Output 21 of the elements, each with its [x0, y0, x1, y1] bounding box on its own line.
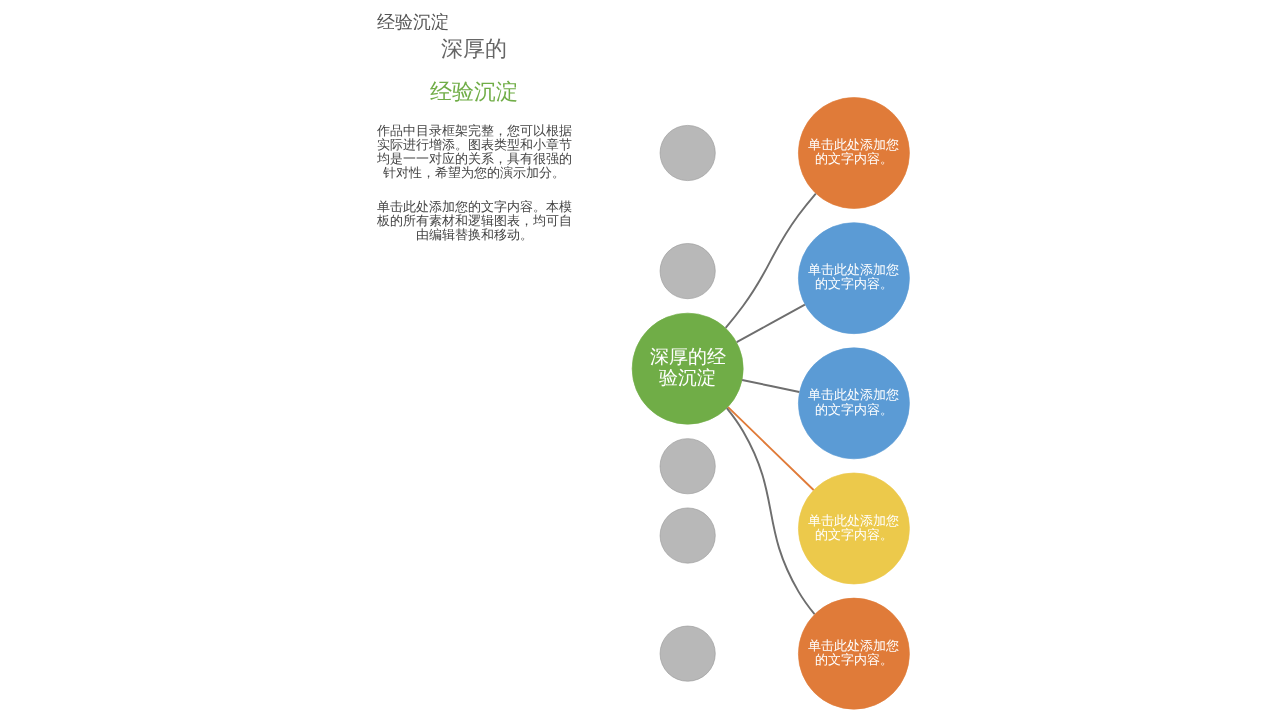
- label: 单击此处添加您的文字内容。本模板的所有素材和逻辑图表，均可自由编辑替换和移动。: [376, 198, 572, 243]
- label: 经验沉淀: [429, 78, 518, 104]
- node-circle: 单击此处添加您的文字内容。: [797, 222, 910, 334]
- node-circle: [659, 507, 716, 564]
- connector: [725, 407, 815, 616]
- node-circle: 单击此处添加您的文字内容。: [797, 97, 910, 209]
- label: 作品中目录框架完整，您可以根据实际进行增添。图表类型和小章节均是一一对应的关系，具有很强的针对性，希望为您的演示加分。: [376, 123, 572, 181]
- node-circle: [659, 438, 716, 495]
- connector: [740, 379, 800, 393]
- diagram-title: 经验沉淀: [376, 10, 449, 32]
- label: 深厚的: [440, 35, 507, 61]
- connector: [735, 303, 806, 344]
- node-circle: 深厚的经验沉淀: [631, 312, 744, 425]
- node-circle: [659, 625, 716, 682]
- node-circle: [659, 243, 716, 299]
- connector: [726, 406, 815, 492]
- node-circle: [659, 125, 716, 181]
- connector: [724, 192, 817, 329]
- node-circle: 单击此处添加您的文字内容。: [797, 347, 910, 460]
- node-circle: 单击此处添加您的文字内容。: [797, 597, 910, 710]
- node-circle: 单击此处添加您的文字内容。: [797, 472, 910, 585]
